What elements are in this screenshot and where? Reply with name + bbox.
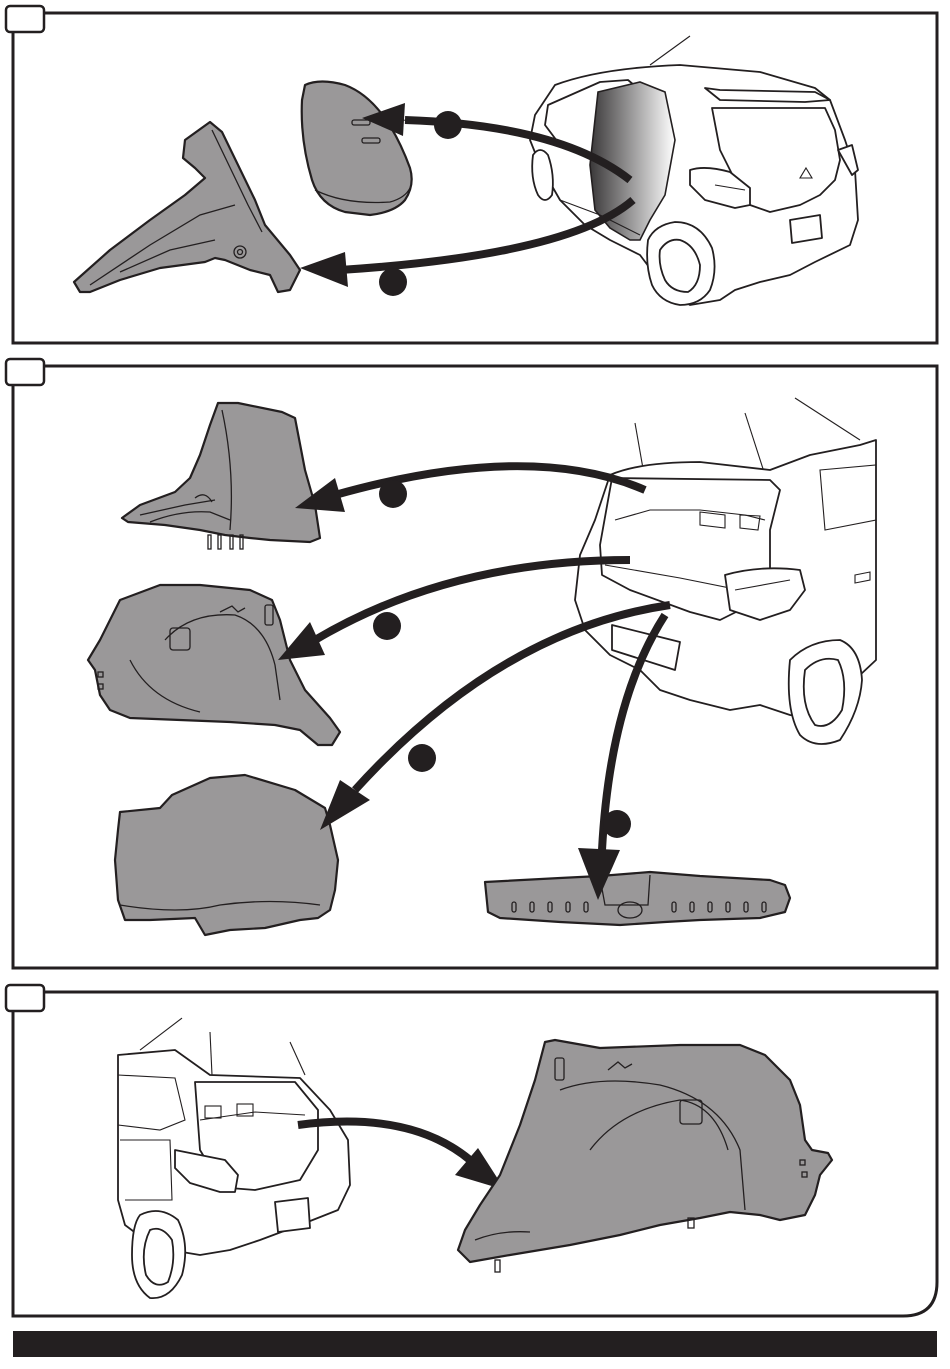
panel-3 [6, 985, 937, 1316]
callout-2b [373, 612, 401, 640]
panel-3-step-tab [6, 985, 44, 1011]
callout-1a [434, 111, 462, 139]
panel-2 [6, 359, 937, 968]
callout-2c [408, 744, 436, 772]
callout-2d [603, 810, 631, 838]
callout-1b [379, 268, 407, 296]
panel-2-step-tab [6, 359, 44, 385]
callout-2a [379, 480, 407, 508]
panel-1 [6, 6, 937, 343]
panel-1-step-tab [6, 6, 44, 32]
footer-bar [13, 1331, 937, 1357]
rear-end-trim-part [485, 872, 790, 925]
